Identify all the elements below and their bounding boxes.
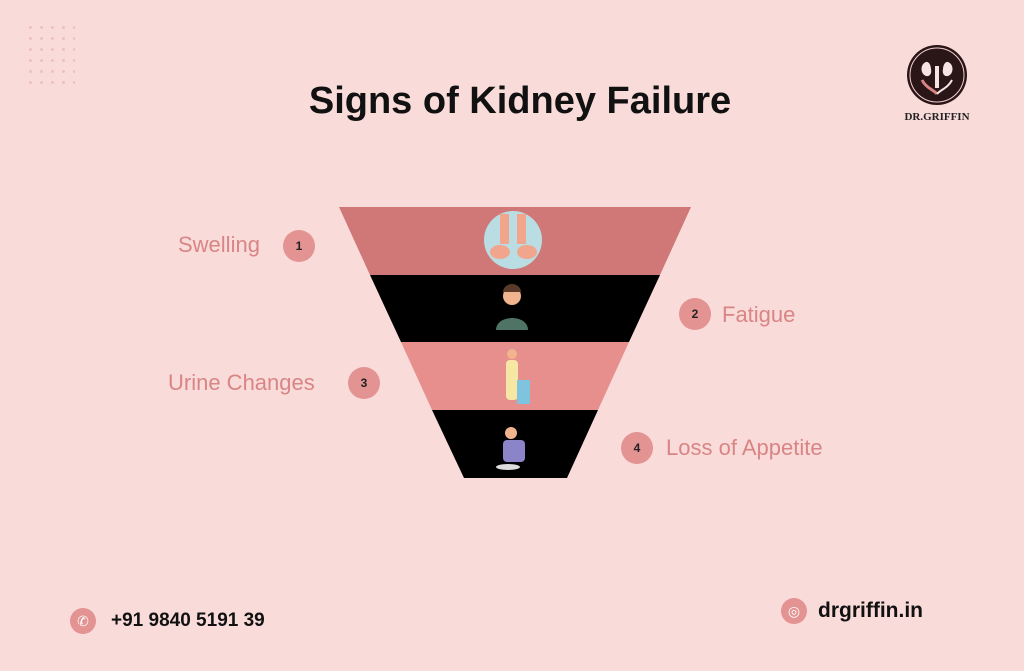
sign-number-3: 3 [348,367,380,399]
sign-number-4: 4 [621,432,653,464]
urine-changes-icon [506,349,530,404]
loss-of-appetite-icon [496,427,525,470]
phone-icon: ✆ [70,608,96,634]
page-title: Signs of Kidney Failure [308,80,732,122]
swollen-feet-icon [484,211,542,269]
website-link[interactable]: drgriffin.in [818,599,923,622]
sign-number-2: 2 [679,298,711,330]
decorative-dots [25,22,75,87]
phone-number[interactable]: +91 9840 5191 39 [111,610,265,631]
funnel-band-fatigue [370,275,660,342]
sign-label-loss-of-appetite: Loss of Appetite [666,435,823,460]
logo: DR.GRIFFIN [904,44,970,123]
sign-label-fatigue: Fatigue [722,302,796,327]
kidney-logo-icon [907,45,967,105]
logo-text: DR.GRIFFIN [904,111,970,123]
sign-label-urine-changes: Urine Changes [168,370,315,395]
tired-person-icon [496,284,528,330]
sign-label-swelling: Swelling [178,232,260,257]
sign-number-1: 1 [283,230,315,262]
globe-icon: ◎ [781,598,807,624]
